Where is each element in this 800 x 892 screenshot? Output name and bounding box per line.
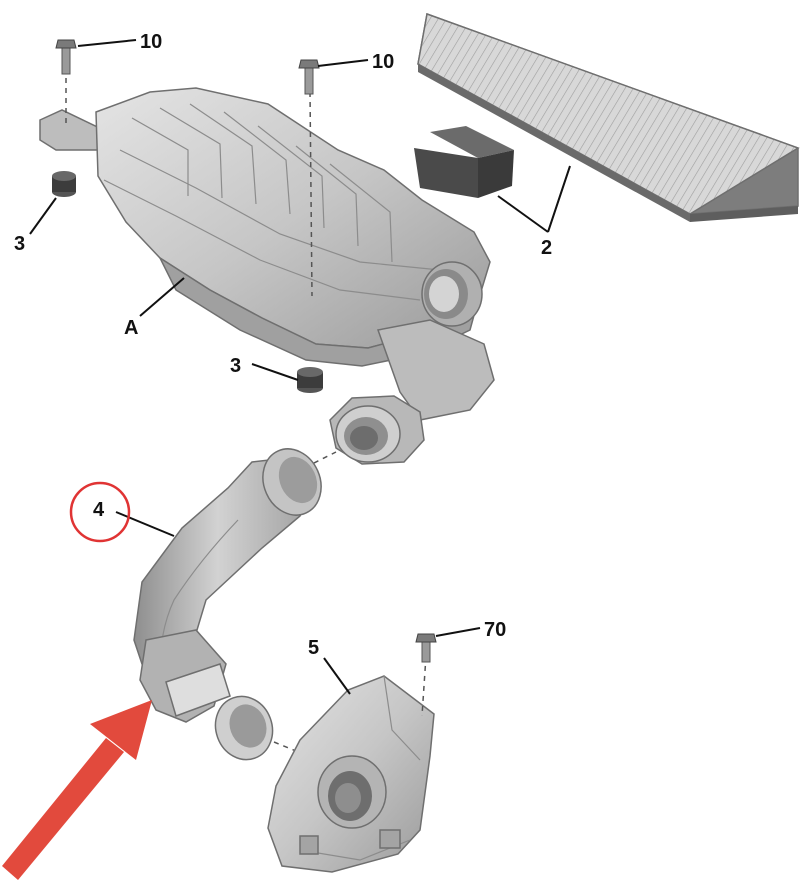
- callout-a: A: [124, 317, 138, 339]
- leader-bolt-right: [317, 59, 369, 67]
- bracket-bolt: [415, 633, 437, 717]
- leader-mount-lower: [251, 363, 299, 381]
- leader-hose: [115, 511, 175, 537]
- leader-bracket: [323, 657, 351, 695]
- callout-10-right: 10: [372, 51, 394, 73]
- inlet-bracket: [267, 675, 435, 873]
- callout-2: 2: [541, 237, 552, 259]
- air-filter-element: [417, 12, 800, 222]
- air-filter-housing: [39, 87, 495, 465]
- leader-housing: [139, 277, 185, 317]
- rubber-mount-lower: [297, 367, 323, 393]
- air-intake-hose: [133, 448, 337, 761]
- callout-10-left: 10: [140, 31, 162, 53]
- leader-bracket-bolt: [435, 627, 481, 637]
- leader-mount-upper: [29, 197, 57, 235]
- foam-block: [414, 126, 514, 198]
- leader-filter-b: [547, 165, 571, 233]
- callout-4: 4: [93, 499, 105, 521]
- rubber-mount-upper: [52, 171, 76, 197]
- leader-bolt-left: [77, 39, 137, 47]
- leader-filter-a: [497, 195, 549, 233]
- callout-70: 70: [484, 619, 506, 641]
- highlight-circle: [69, 481, 131, 543]
- bolt-left: [55, 39, 77, 126]
- callout-3-upper: 3: [14, 233, 25, 255]
- callout-3-lower: 3: [230, 355, 241, 377]
- callout-5: 5: [308, 637, 319, 659]
- red-pointer-arrow: [2, 700, 152, 880]
- bolt-right: [298, 59, 320, 297]
